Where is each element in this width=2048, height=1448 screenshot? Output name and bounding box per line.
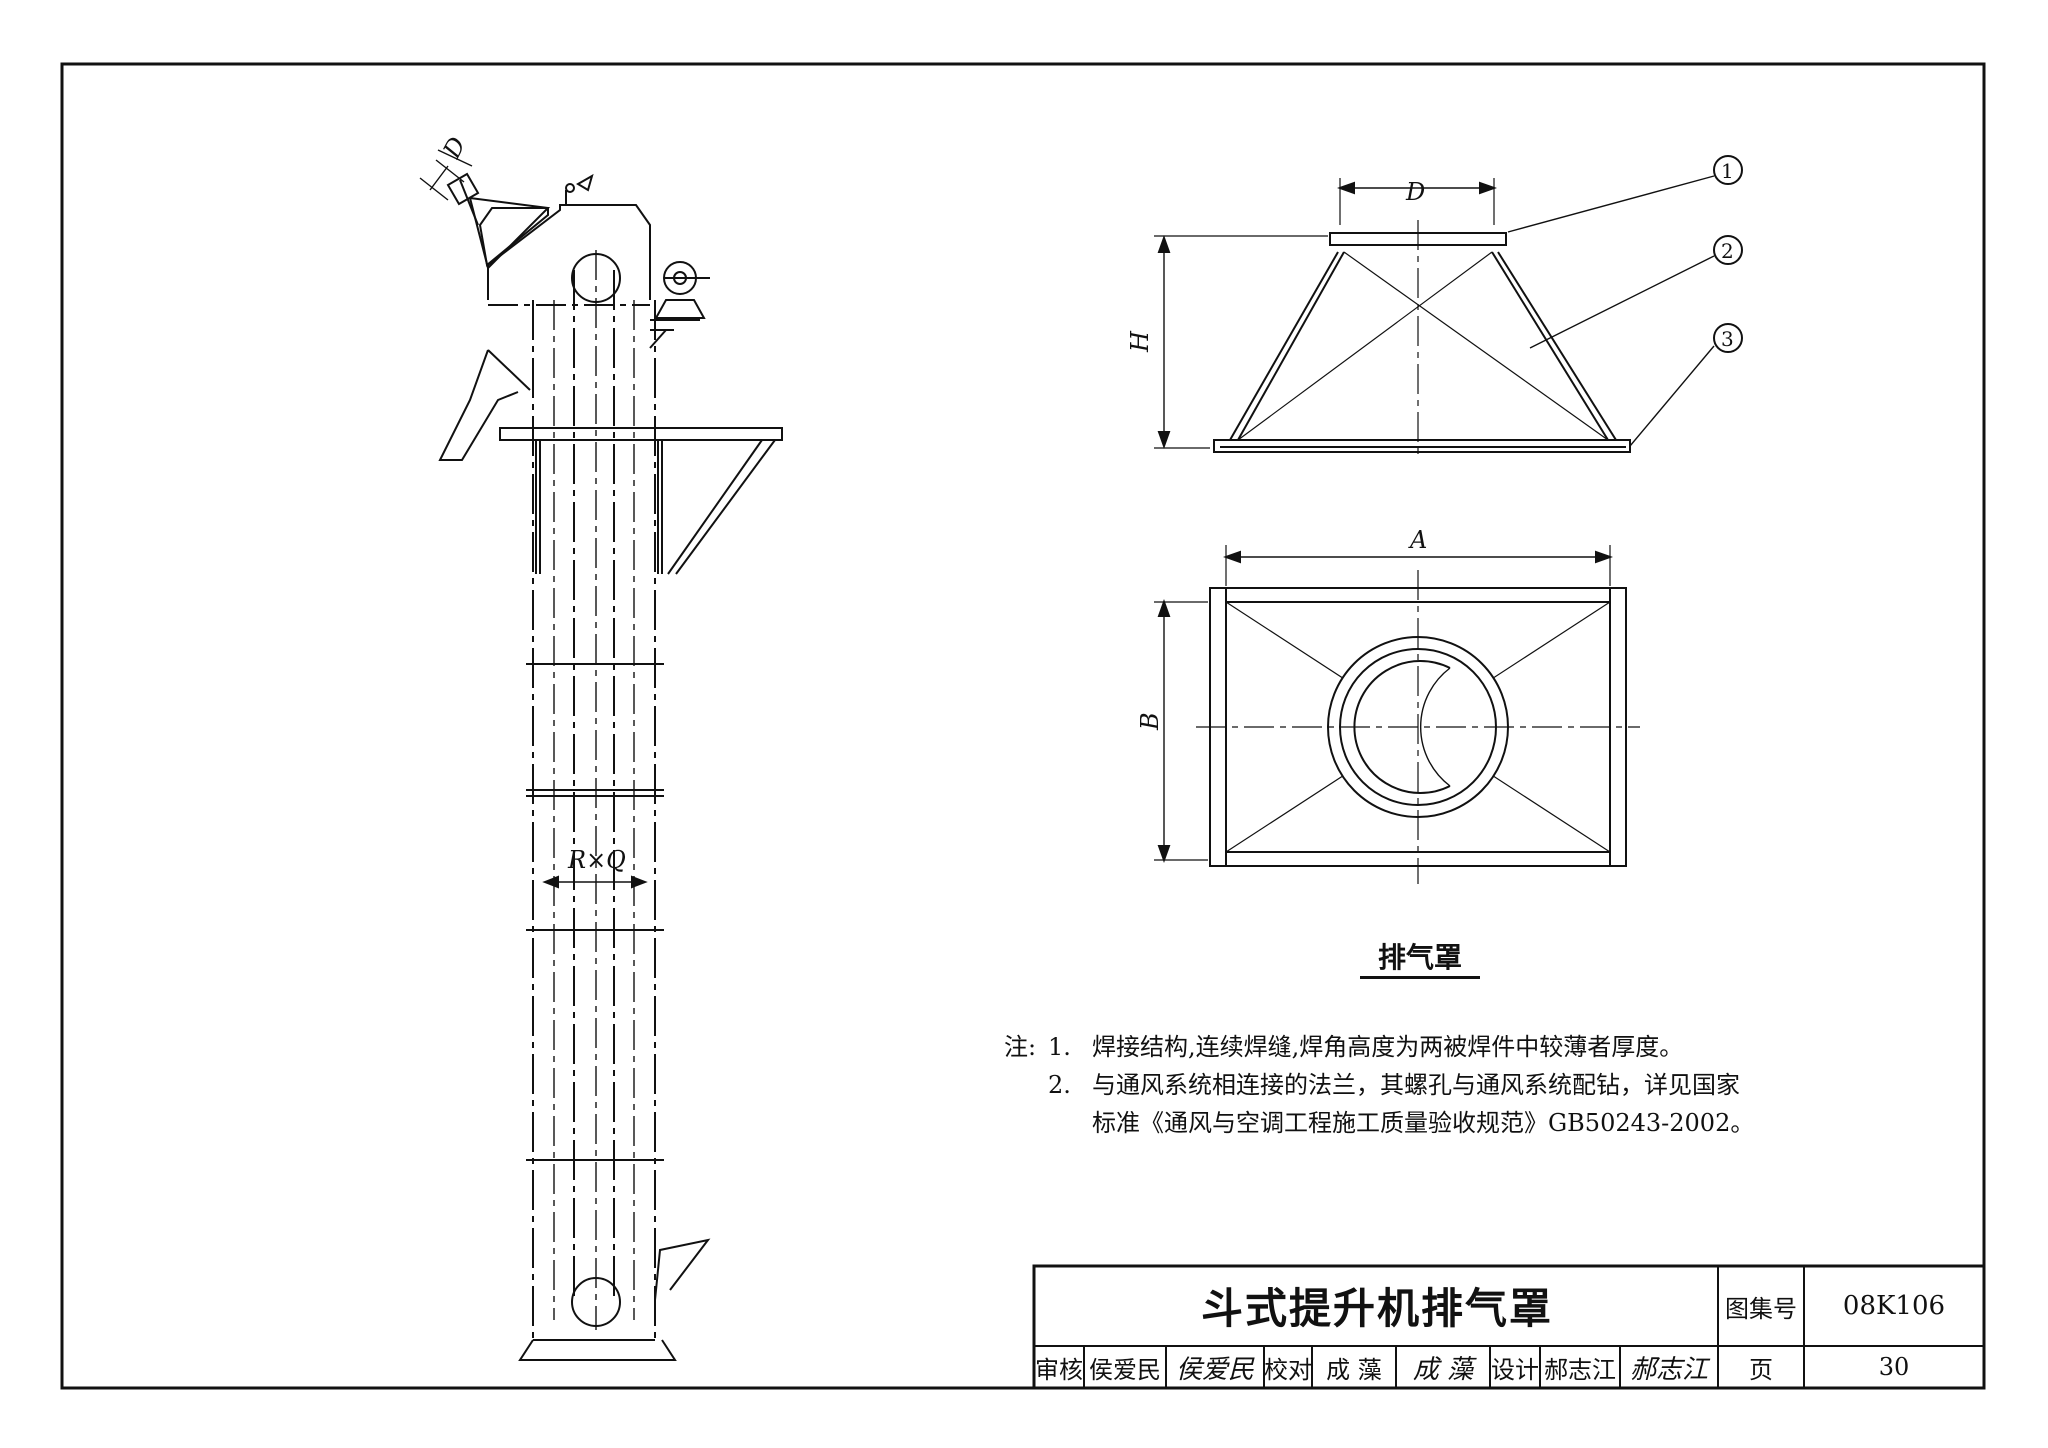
hood-elevation-view xyxy=(1154,155,1743,460)
reviewer-name: 侯爱民 xyxy=(1089,1355,1161,1384)
callout-1: 1 xyxy=(1721,159,1734,183)
hood-b-label: B xyxy=(1136,712,1164,731)
elevator-rxq-label: R×Q xyxy=(567,846,626,874)
drawing-title: 斗式提升机排气罩 xyxy=(1200,1283,1553,1333)
page-label: 页 xyxy=(1749,1355,1773,1384)
note-text: 与通风系统相连接的法兰，其螺孔与通风系统配钻，详见国家 xyxy=(1092,1071,1740,1099)
title-block-frame xyxy=(1032,1264,1986,1390)
page-number: 30 xyxy=(1878,1353,1910,1381)
note-text: 标准《通风与空调工程施工质量验收规范》GB50243-2002。 xyxy=(1092,1109,1755,1137)
checker-name: 成 藻 xyxy=(1326,1355,1382,1384)
reviewer-signature: 侯爱民 xyxy=(1175,1354,1254,1385)
atlas-no: 08K106 xyxy=(1842,1291,1946,1321)
note-1: 注: 1. 焊接结构,连续焊缝,焊角高度为两被焊件中较薄者厚度。 xyxy=(1004,1028,1824,1066)
hood-h-label: H xyxy=(1126,330,1154,353)
review-label: 审核 xyxy=(1035,1355,1083,1384)
hood-caption: 排气罩 xyxy=(1360,936,1480,979)
note-2: 2. 与通风系统相连接的法兰，其螺孔与通风系统配钻，详见国家 xyxy=(1004,1066,1824,1104)
notes-block: 注: 1. 焊接结构,连续焊缝,焊角高度为两被焊件中较薄者厚度。 2. 与通风系统相连… xyxy=(1004,1028,1824,1142)
sheet-border xyxy=(60,62,1986,1390)
bucket-elevator-drawing xyxy=(419,149,783,1361)
elevator-d-label: D xyxy=(437,132,471,163)
check-label: 校对 xyxy=(1264,1355,1312,1384)
hood-d-label: D xyxy=(1405,178,1425,206)
hood-a-label: A xyxy=(1408,526,1427,554)
callout-3: 3 xyxy=(1721,327,1734,351)
design-label: 设计 xyxy=(1491,1355,1539,1384)
note-number: 1. xyxy=(1048,1033,1071,1061)
designer-signature: 郝志江 xyxy=(1629,1354,1708,1385)
note-text: 焊接结构,连续焊缝,焊角高度为两被焊件中较薄者厚度。 xyxy=(1092,1033,1684,1061)
atlas-no-label: 图集号 xyxy=(1725,1294,1797,1323)
note-number: 2. xyxy=(1048,1071,1071,1099)
checker-signature: 成 藻 xyxy=(1412,1354,1474,1385)
hood-plan-view xyxy=(1154,545,1640,884)
designer-name: 郝志江 xyxy=(1544,1355,1616,1384)
note-2-continued: 标准《通风与空调工程施工质量验收规范》GB50243-2002。 xyxy=(1004,1104,1824,1142)
callout-2: 2 xyxy=(1721,239,1734,263)
notes-prefix: 注: xyxy=(1004,1033,1037,1061)
